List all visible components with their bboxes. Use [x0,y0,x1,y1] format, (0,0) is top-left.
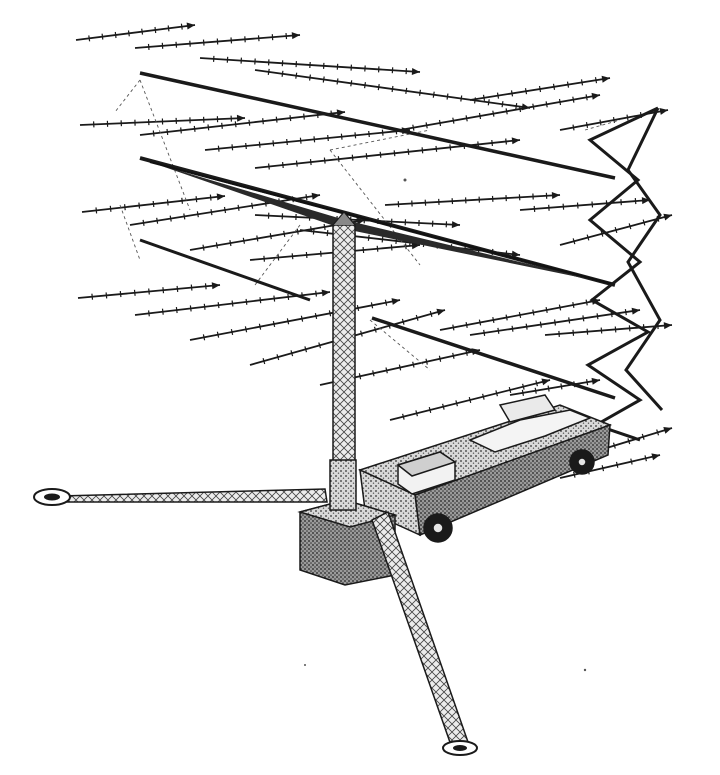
yagi-element-row [469,75,611,101]
yagi-element-row [129,192,321,226]
outrigger-leg-left [33,488,328,506]
yagi-element-row [544,322,673,337]
central-mast [332,211,356,466]
yagi-element-row [79,114,246,128]
yagi-element-row [75,22,196,42]
yagi-element-row [134,289,331,317]
yagi-element-row [519,197,651,212]
ground-specks [304,178,587,672]
yagi-element-row [469,307,641,336]
yagi-element-row [254,68,531,111]
zigzag-feed-frame [585,106,664,442]
yagi-element-row [559,213,673,246]
yagi-element-row [389,378,551,421]
yagi-element-row [199,55,421,75]
yagi-antenna-elements [75,22,673,479]
yagi-element-row [81,193,226,214]
yagi-element-row [439,298,601,331]
yagi-element-row [139,109,346,137]
yagi-element-row [399,92,601,131]
cross-boom [149,161,613,285]
yagi-element-row [204,127,411,152]
yagi-element-row [254,137,521,170]
yagi-element-row [77,282,221,300]
trailer-vehicle [357,394,613,543]
outrigger-leg-down [371,510,478,756]
yagi-element-row [134,32,301,50]
yagi-element-row [384,192,561,208]
mast-base-block [297,459,398,586]
yagi-element-row [509,377,601,396]
